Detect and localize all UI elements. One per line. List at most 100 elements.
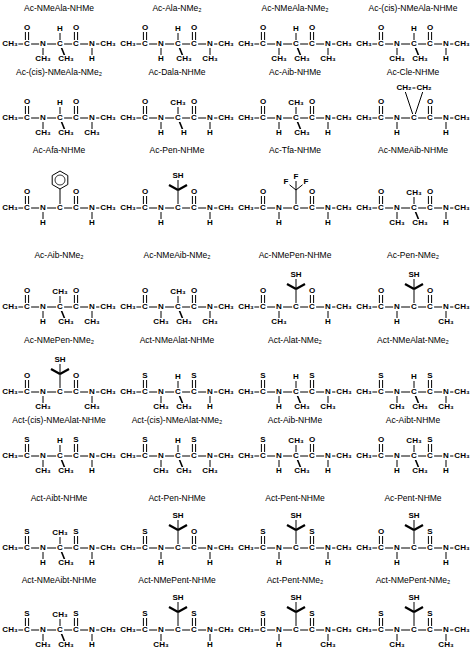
atom-label: N — [324, 303, 332, 311]
atom-label: C — [292, 626, 300, 634]
atom-label: CH₃ — [99, 388, 116, 396]
atom-label: SH — [407, 594, 420, 602]
structure-title: Act-(cis)-NMeAlat-NMe₂ — [131, 416, 224, 425]
atom-label: N — [88, 40, 96, 48]
atom-label: N — [442, 626, 450, 634]
atom-label: CH₃ — [453, 114, 470, 122]
atom-label: N — [88, 626, 96, 634]
structure-title: Ac-Tfa-NHMe — [268, 146, 322, 155]
atom-label: CH₃ — [388, 641, 405, 649]
atom-label: O — [72, 372, 80, 380]
atom-label: O — [426, 188, 434, 196]
atom-label: C — [377, 388, 385, 396]
atom-label: H — [174, 437, 182, 445]
atom-label: CH₃ — [437, 318, 454, 326]
atom-label: CH₃ — [335, 303, 352, 311]
atom-label: O — [141, 98, 149, 106]
atom-label: CH₃ — [34, 129, 51, 137]
atom-label: O — [190, 287, 198, 295]
atom-label: O — [72, 287, 80, 295]
bond-line — [296, 284, 305, 289]
atom-label: CH₃ — [217, 40, 234, 48]
atom-label: C — [72, 204, 80, 212]
atom-label: N — [39, 114, 47, 122]
atom-label: C — [426, 114, 434, 122]
atom-label: C — [56, 544, 64, 552]
atom-label: H — [88, 559, 96, 567]
atom-label: CH₃ — [453, 388, 470, 396]
atom-label: CH₃ — [152, 641, 169, 649]
atom-label: S — [259, 528, 266, 536]
structure-title: Ac-Aibt-NHMe — [385, 416, 441, 425]
atom-label: C — [174, 388, 182, 396]
atom-label: CH₃ — [51, 611, 68, 619]
atom-label: C — [190, 40, 198, 48]
atom-label: C — [259, 40, 267, 48]
atom-label: S — [23, 610, 30, 618]
atom-label: O — [259, 287, 267, 295]
aromatic-circle — [55, 175, 65, 185]
atom-label: O — [23, 188, 31, 196]
atom-label: SH — [289, 512, 302, 520]
atom-label: N — [442, 303, 450, 311]
structure-title: Ac-(cis)-NMeAla-NMe₂ — [15, 68, 103, 77]
atom-label: CH₃ — [287, 437, 304, 445]
structure-title: Ac-NMePen-NHMe — [258, 251, 333, 260]
atom-label: N — [393, 303, 401, 311]
atom-label: CH₃ — [119, 114, 136, 122]
structure-title: Act-Alat-NMe₂ — [267, 336, 323, 345]
atom-label: CH₃ — [1, 114, 18, 122]
atom-label: C — [410, 40, 418, 48]
atom-label: H — [275, 403, 283, 411]
atom-label: N — [275, 544, 283, 552]
atom-label: O — [308, 98, 316, 106]
atom-label: N — [442, 452, 450, 460]
atom-label: H — [324, 318, 332, 326]
atom-label: CH₃ — [99, 114, 116, 122]
atom-label: C — [259, 544, 267, 552]
bond-line — [414, 284, 423, 289]
atom-label: C — [190, 303, 198, 311]
atom-label: O — [259, 188, 267, 196]
atom-label: H — [292, 373, 300, 381]
atom-label: CH₃ — [355, 303, 372, 311]
bond-line — [287, 525, 296, 530]
structure-title: Act-Pen-NHMe — [147, 494, 206, 503]
atom-label: CH₃ — [152, 318, 169, 326]
atom-label: H — [275, 641, 283, 649]
atom-label: O — [259, 98, 267, 106]
atom-label: N — [157, 40, 165, 48]
atom-label: CH₃ — [411, 219, 428, 227]
atom-label: C — [308, 452, 316, 460]
atom-label: CH₃ — [119, 303, 136, 311]
atom-label: C — [377, 626, 385, 634]
atom-label: N — [442, 114, 450, 122]
atom-label: C — [377, 303, 385, 311]
atom-label: S — [190, 436, 197, 444]
atom-label: N — [157, 204, 165, 212]
atom-label: C — [426, 452, 434, 460]
atom-label: C — [141, 388, 149, 396]
atom-label: H — [206, 219, 214, 227]
atom-label: O — [308, 287, 316, 295]
atom-label: H — [206, 559, 214, 567]
atom-label: CH₃ — [335, 204, 352, 212]
structure-title: Ac-Aib-NMe₂ — [33, 251, 84, 260]
atom-label: CH₃ — [388, 55, 405, 63]
atom-label: CH₃ — [57, 641, 74, 649]
atom-label: C — [141, 626, 149, 634]
atom-label: CH₃ — [217, 388, 234, 396]
atom-label: CH₃ — [1, 303, 18, 311]
atom-label: N — [157, 114, 165, 122]
atom-label: N — [88, 544, 96, 552]
atom-label: CH₃ — [1, 626, 18, 634]
atom-label: CH₃ — [335, 388, 352, 396]
atom-label: C — [377, 452, 385, 460]
atom-label: N — [275, 303, 283, 311]
atom-label: O — [23, 372, 31, 380]
atom-label: H — [157, 129, 165, 137]
atom-label: N — [39, 544, 47, 552]
bond-line — [296, 607, 305, 612]
atom-label: N — [157, 303, 165, 311]
atom-label: C — [308, 40, 316, 48]
